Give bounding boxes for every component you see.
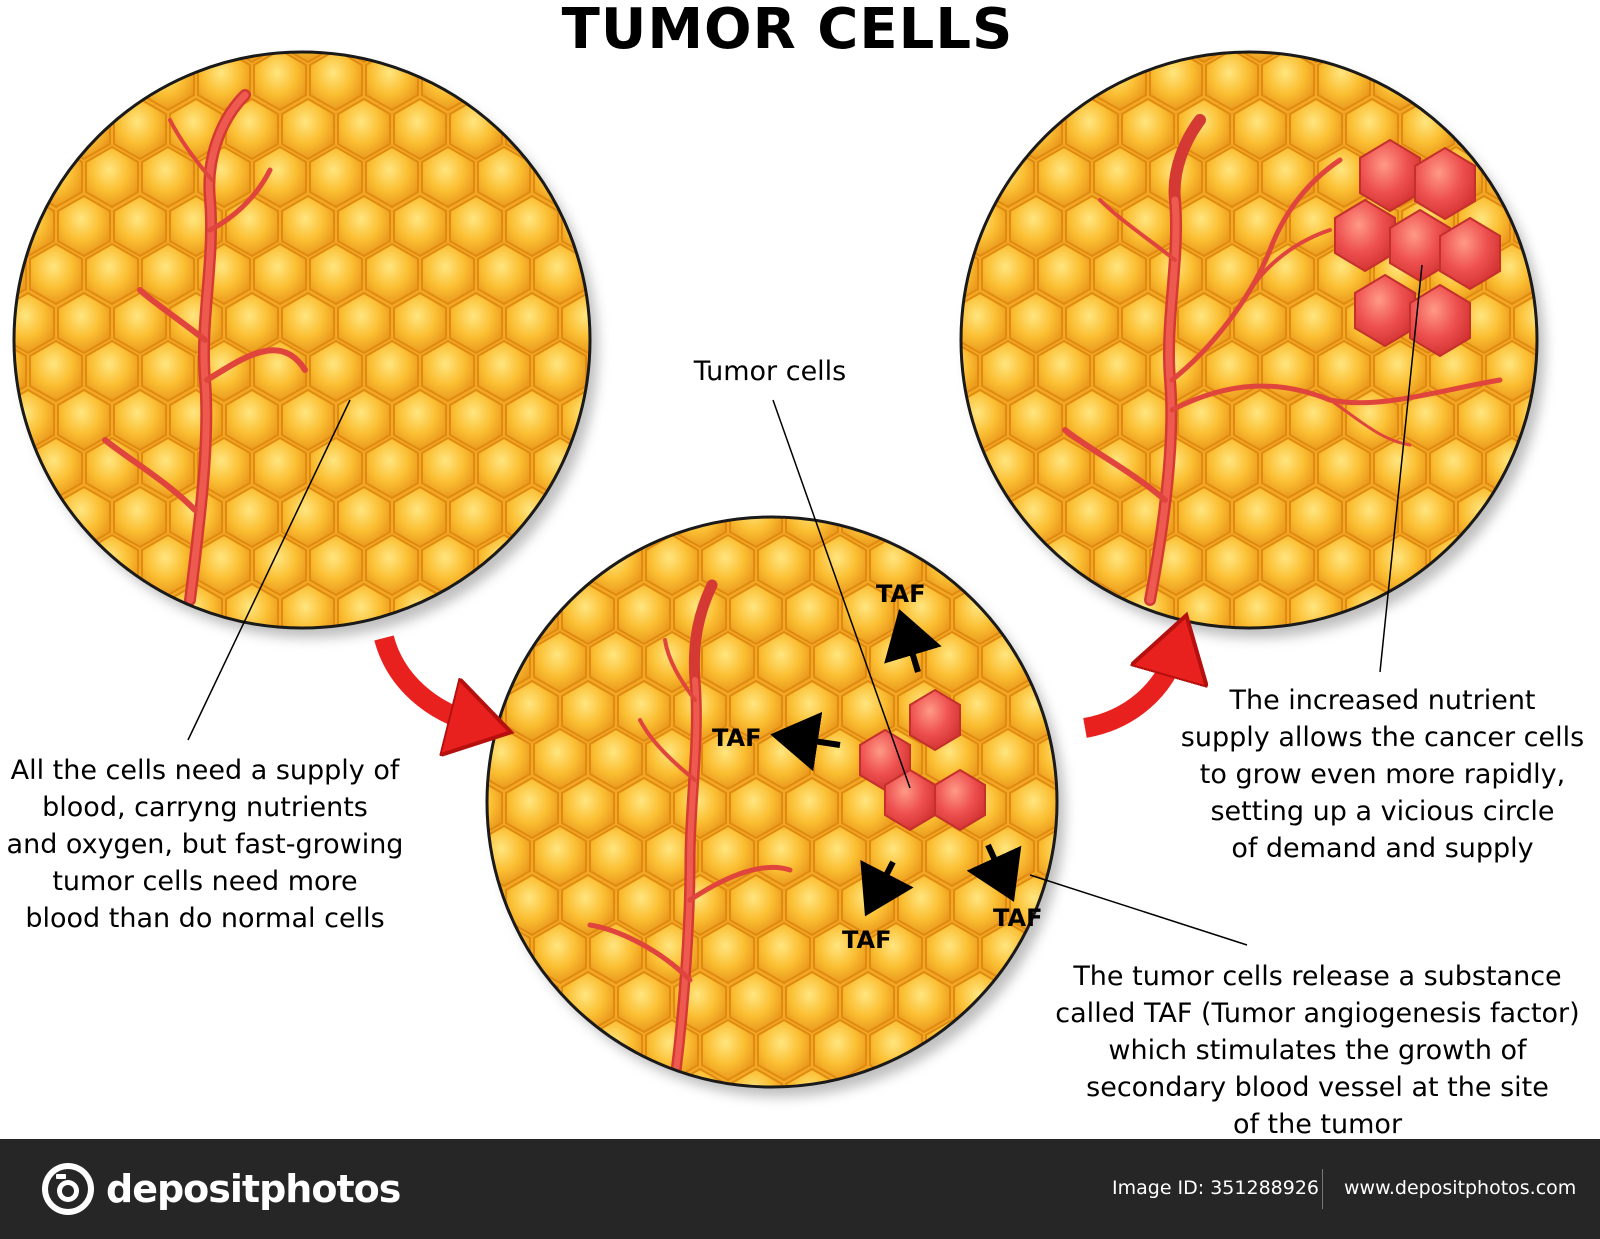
blood-vessel-network [1062, 114, 1503, 606]
taf-arrow-up [884, 609, 942, 673]
leader-line-right [1379, 264, 1423, 673]
caption-right: The increased nutrient supply allows the… [1165, 682, 1600, 867]
diagram-stage [12, 50, 1539, 1089]
transition-arrow-2 [1082, 648, 1177, 738]
caption-line: of demand and supply [1231, 833, 1534, 864]
caption-line: supply allows the cancer cells [1180, 722, 1585, 753]
caption-line: called TAF (Tumor angiogenesis factor) [1055, 998, 1580, 1029]
transition-arrow-1 [374, 635, 478, 724]
leader-line-tumor [772, 399, 911, 789]
label-tumor-cells: Tumor cells [693, 356, 847, 387]
taf-release-circle [485, 515, 1059, 1089]
tumor-cluster-large [1334, 138, 1501, 358]
caption-line: setting up a vicious circle [1210, 796, 1555, 827]
caption-left: All the cells need a supply of blood, ca… [0, 752, 410, 937]
leader-line-bottom [1029, 874, 1248, 946]
tumor-cluster-small [859, 688, 986, 832]
caption-line: which stimulates the growth of [1108, 1035, 1527, 1066]
page-title: TUMOR CELLS [561, 0, 1014, 62]
caption-line: The tumor cells release a substance [1073, 961, 1562, 992]
footer-bar: depositphotos Image ID: 351288926 www.de… [0, 1139, 1600, 1239]
label-taf-up: TAF [876, 580, 926, 608]
caption-line: secondary blood vessel at the site [1086, 1072, 1549, 1103]
diagram-canvas [12, 50, 1539, 1089]
caption-line: blood than do normal cells [25, 903, 385, 934]
caption-bottom: The tumor cells release a substance call… [1035, 958, 1600, 1143]
caption-line: and oxygen, but fast-growing [6, 829, 404, 860]
taf-arrow-down-left [860, 859, 914, 917]
grown-tumor-circle [959, 50, 1539, 630]
label-taf-down-right: TAF [993, 904, 1043, 932]
label-taf-down-left: TAF [842, 926, 892, 954]
taf-arrow-down-right [966, 843, 1022, 902]
caption-line: tumor cells need more [52, 866, 358, 897]
footer-divider [1322, 1169, 1323, 1209]
leader-line-left [187, 399, 351, 741]
camera-logo-icon [42, 1163, 94, 1215]
normal-tissue-circle [12, 50, 592, 630]
caption-line: blood, carryng nutrients [42, 792, 368, 823]
blood-vessel [587, 579, 793, 1086]
blood-vessel [102, 89, 308, 606]
caption-line: The increased nutrient [1229, 685, 1536, 716]
caption-line: to grow even more rapidly, [1199, 759, 1566, 790]
caption-line: of the tumor [1232, 1109, 1403, 1140]
site-url-link[interactable]: www.depositphotos.com [1344, 1177, 1577, 1199]
brand-name: depositphotos [106, 1167, 401, 1211]
image-id-text: Image ID: 351288926 [1112, 1177, 1320, 1199]
brand-logo-link[interactable]: depositphotos [40, 1161, 401, 1217]
label-taf-left: TAF [712, 724, 762, 752]
taf-arrow-left [770, 711, 841, 772]
caption-line: All the cells need a supply of [10, 755, 400, 786]
taf-arrows [770, 609, 1022, 917]
